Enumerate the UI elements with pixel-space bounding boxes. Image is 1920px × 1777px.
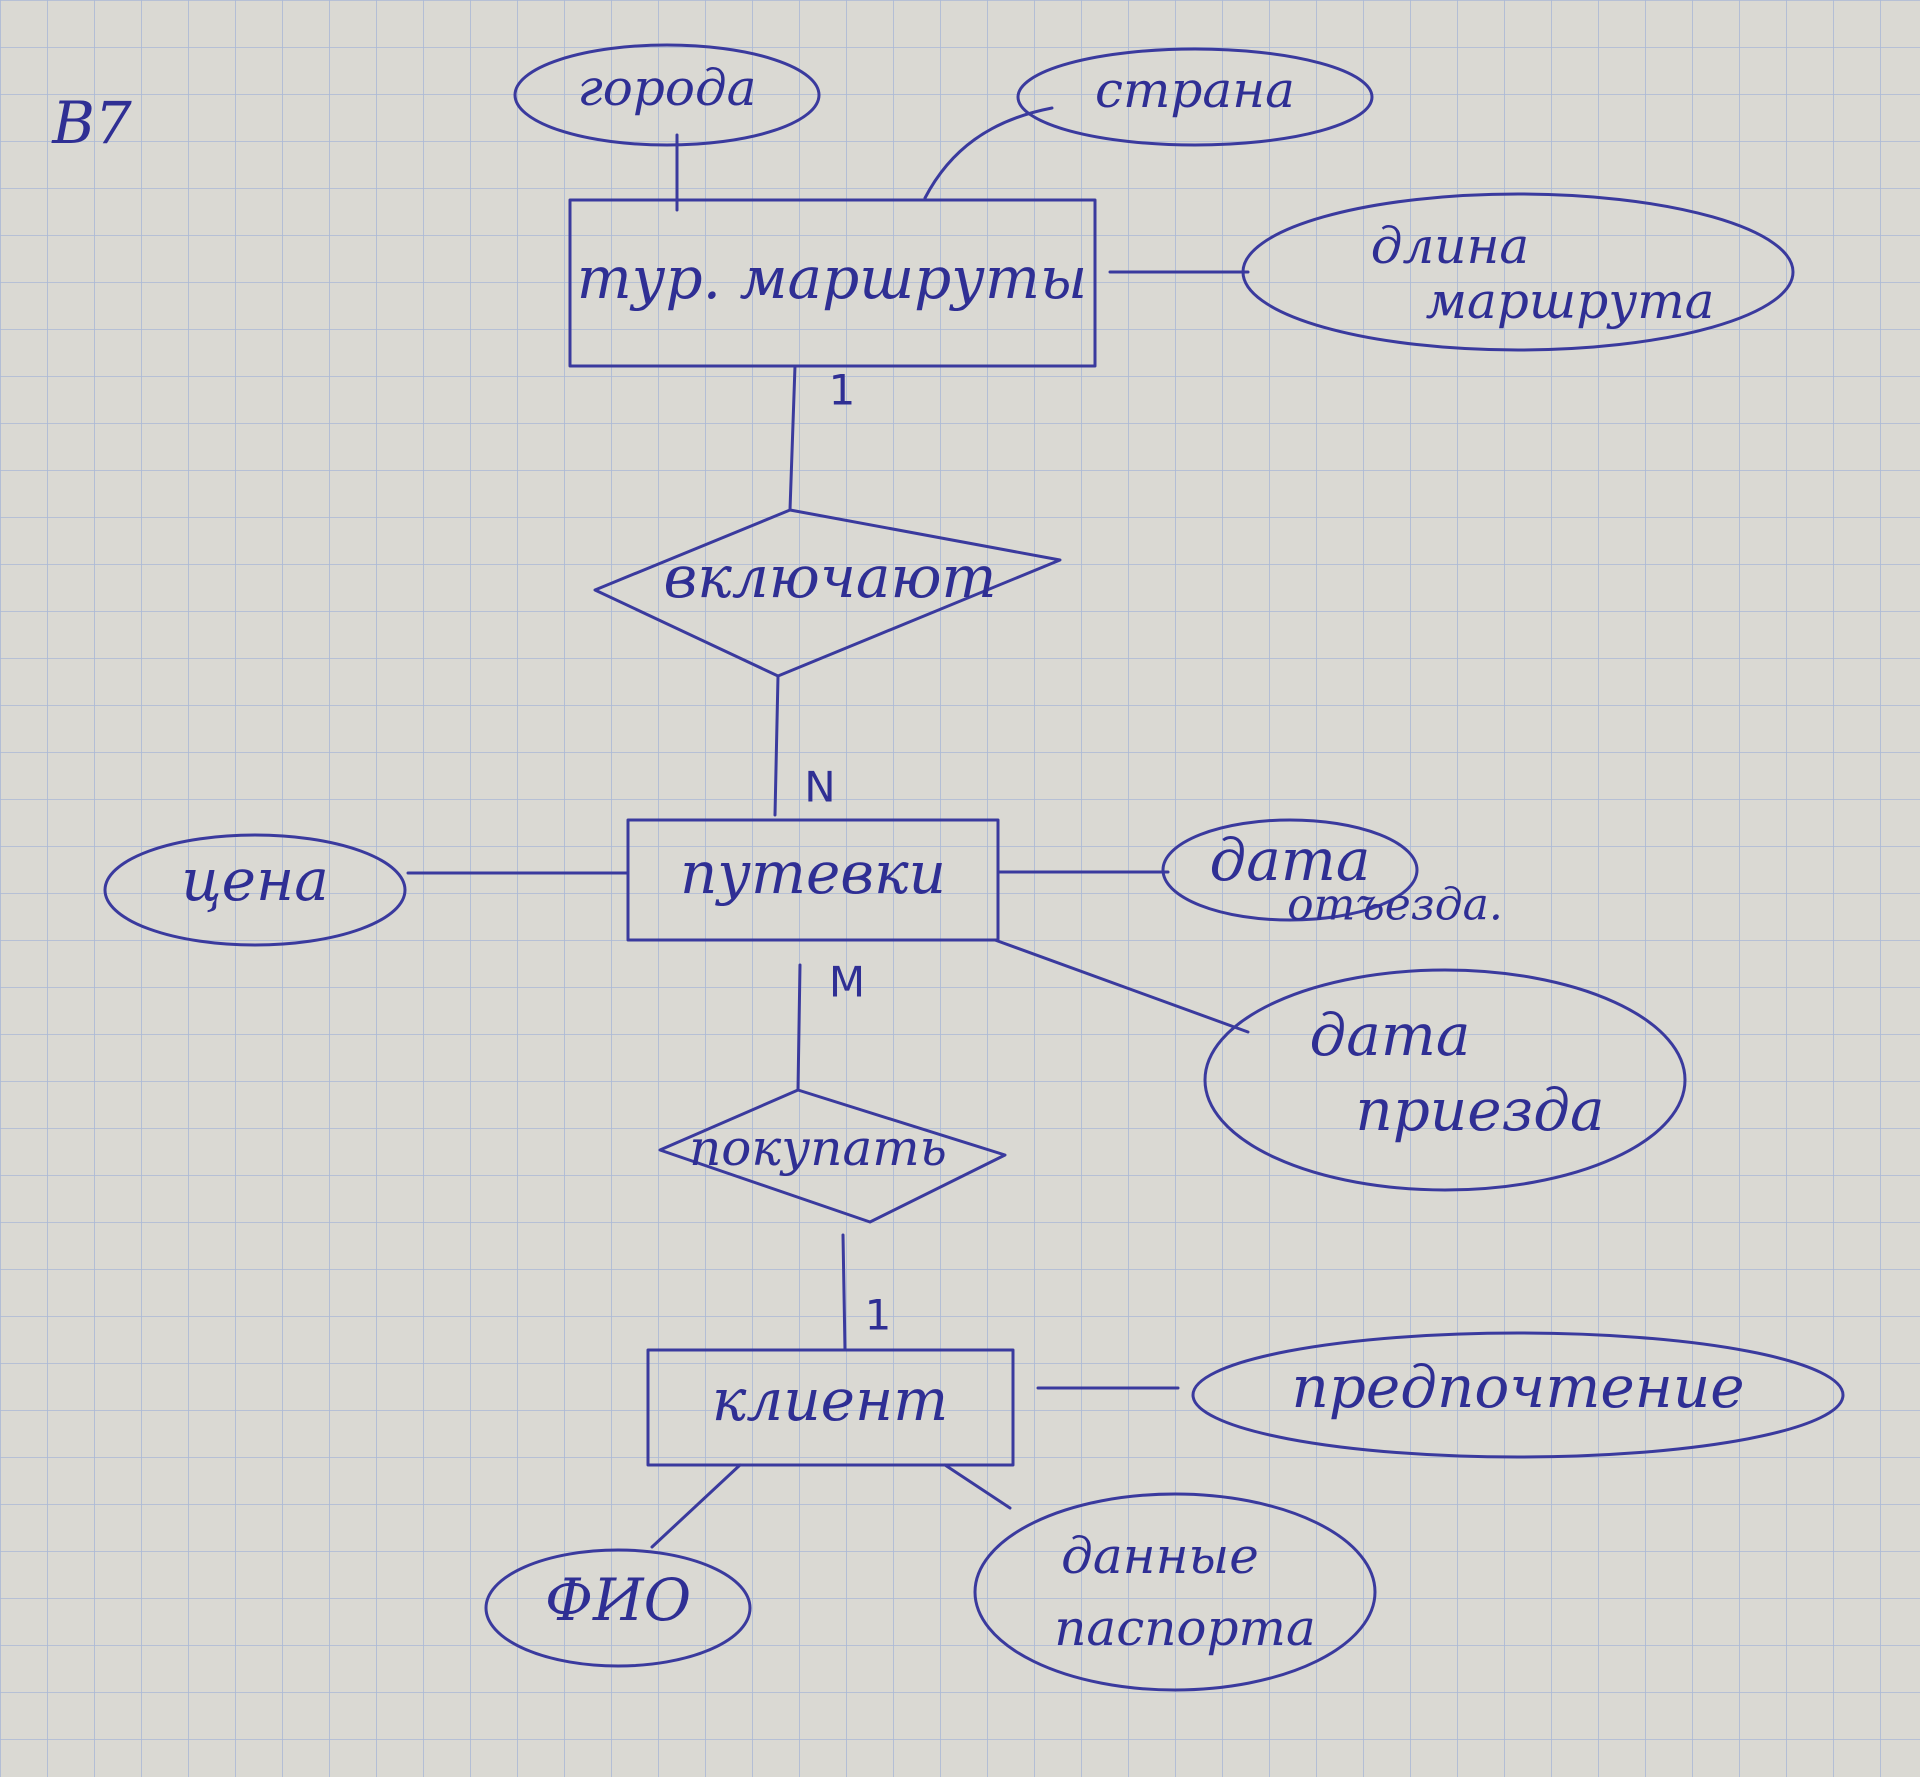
sheet-label: В7 [51, 89, 132, 157]
attribute-route-length-line2: маршрута [1426, 272, 1715, 330]
relationship-buy-diamond [658, 1088, 1007, 1224]
line-include-vouchers [773, 674, 780, 817]
attribute-price-label: цена [181, 846, 329, 914]
entity-client: клиент [646, 1348, 1015, 1467]
attribute-departure-date: дата отъезда. [1161, 818, 1503, 931]
attribute-route-length-line1: длина [1371, 217, 1529, 275]
attribute-departure-ellipse [1161, 818, 1419, 922]
attribute-cities-ellipse [513, 43, 821, 147]
line-vouchers-arrival [993, 938, 1250, 1034]
relationship-buy: покупать [658, 1088, 1007, 1224]
relationship-include-diamond [593, 508, 1062, 678]
attribute-full-name: ФИО [484, 1548, 752, 1668]
attribute-departure-line1: дата [1210, 826, 1371, 894]
entity-vouchers: путевки [626, 818, 1000, 942]
attribute-passport-line1: данные [1061, 1527, 1259, 1585]
entity-vouchers-box [626, 818, 1000, 942]
connector-lines [406, 106, 1250, 1549]
attribute-country-label: страна [1095, 61, 1295, 119]
relationship-include-label: включают [663, 543, 996, 611]
attribute-arrival-line2: приезда [1355, 1076, 1604, 1144]
relationship-include: включают [593, 508, 1062, 678]
attribute-passport-line2: паспорта [1054, 1599, 1316, 1657]
attribute-fullname-label: ФИО [545, 1566, 691, 1634]
attribute-price-ellipse [103, 833, 407, 947]
attribute-cities: города [513, 43, 821, 147]
cardinality-client: 1 [865, 1291, 892, 1340]
entity-vouchers-label: путевки [680, 839, 946, 907]
attribute-arrival-ellipse [1203, 968, 1687, 1192]
entity-routes-box [568, 198, 1097, 368]
attribute-preference-label: предпочтение [1291, 1353, 1744, 1421]
cardinality-vouchers-buy: M [829, 958, 865, 1007]
attribute-fullname-ellipse [484, 1548, 752, 1668]
line-client-passport [943, 1463, 1012, 1510]
cardinality-routes: 1 [829, 366, 856, 415]
cardinality-vouchers-include: N [804, 763, 835, 812]
line-routes-include [788, 364, 797, 512]
entity-routes: тур. маршруты [568, 198, 1097, 368]
attribute-route-length-ellipse [1241, 192, 1795, 352]
attribute-passport-ellipse [973, 1492, 1377, 1692]
entity-routes-label: тур. маршруты [577, 244, 1087, 312]
attribute-price: цена [103, 833, 407, 947]
attribute-arrival-line1: дата [1310, 1001, 1471, 1069]
line-buy-client [841, 1233, 847, 1352]
attribute-preference-ellipse [1191, 1331, 1845, 1459]
attribute-cities-label: города [578, 59, 757, 117]
attribute-arrival-date: дата приезда [1203, 968, 1687, 1192]
line-client-fullname [650, 1463, 742, 1549]
entity-client-box [646, 1348, 1015, 1467]
line-vouchers-buy [796, 963, 802, 1092]
attribute-departure-line2: отъезда. [1287, 880, 1503, 931]
relationship-buy-label: покупать [689, 1119, 947, 1177]
line-country-routes [923, 106, 1054, 200]
attribute-preference: предпочтение [1191, 1331, 1845, 1459]
attribute-country-ellipse [1016, 47, 1374, 147]
attribute-country: страна [1016, 47, 1374, 147]
entity-client-label: клиент [712, 1366, 948, 1434]
attribute-route-length: длина маршрута [1241, 192, 1795, 352]
attribute-passport: данные паспорта [973, 1492, 1377, 1692]
